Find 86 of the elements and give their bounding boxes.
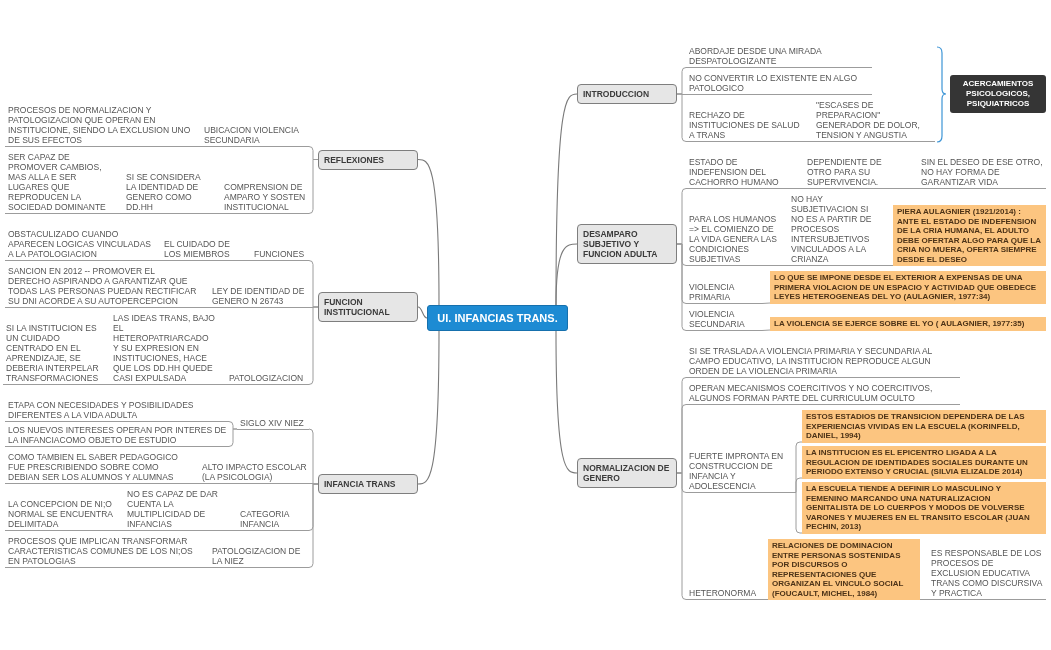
connector-line: [759, 599, 769, 600]
branch-label: RECHAZO DE INSTITUCIONES DE SALUD A TRANS: [686, 110, 805, 142]
summary-box: ACERCAMIENTOS PSICOLOGICOS, PSIQUIATRICOS: [950, 75, 1046, 113]
branch-label: LOS NUEVOS INTERESES OPERAN POR INTERES DE LA INFANCIACOMO OBJETO DE ESTUDIO: [5, 425, 229, 447]
branch-label: SI SE CONSIDERA LA IDENTIDAD DE GENERO COMO DD.HH: [123, 172, 213, 214]
branch-curve: [555, 243, 578, 306]
branch-label: PATOLOGIZACION DE LA NIEZ: [209, 546, 309, 568]
branch-label: COMPRENSION DE AMPARO Y SOSTEN INSTITUCIONAL: [221, 182, 309, 214]
highlight-note: LA INSTITUCION ES EL EPICENTRO LIGADA A LA REGULACION DE IDENTIDADES SOCIALES DURANTE UN PERIODO EXTENSO Y CRUCIAL (SILVIA ELIZALDE 2014): [802, 446, 1046, 479]
branch-label: NO CONVERTIR LO EXISTENTE EN ALGO PATOLOGICO: [686, 73, 872, 95]
branch-label: VIOLENCIA PRIMARIA: [686, 282, 762, 304]
connector-line: [308, 483, 319, 568]
branch-curve: [417, 158, 440, 306]
branch-curve: [417, 306, 428, 319]
connector-line: [101, 384, 111, 385]
branch-label: ETAPA CON NECESIDADES Y POSIBILIDADES DIFERENTES A LA VIDA ADULTA: [5, 400, 229, 422]
branch-label: ESTADO DE INDEFENSION DEL CACHORRO HUMANO: [686, 157, 796, 189]
connector-line: [114, 213, 124, 214]
branch-label: SIN EL DESEO DE ESE OTRO, NO HAY FORMA DE GARANTIZAR VIDA: [918, 157, 1046, 189]
connector-line: [115, 530, 125, 531]
branch-label: PROCESOS QUE IMPLICAN TRANSFORMAR CARACTERISTICAS COMUNES DE LOS NI;OS EN PATOLOGIAS: [5, 536, 201, 568]
highlight-note: LA VIOLENCIA SE EJERCE SOBRE EL YO ( AULAGNIER, 1977:35): [770, 317, 1046, 331]
branch-label: LEY DE IDENTIDAD DE GENERO N 26743: [209, 286, 309, 308]
connector-line: [909, 188, 919, 189]
branch-label: FUNCIONES: [251, 249, 309, 261]
connector-line: [217, 384, 227, 385]
connector-line: [152, 260, 162, 261]
branch-label: SANCION EN 2012 -- PROMOVER EL DERECHO ASPIRANDO A GARANTIZAR QUE TODAS LAS PERSONAS PUEDAN RECTIFICAR SU DNI ACORDE A SU AUTOPERCEPCION: [5, 266, 201, 308]
branch-label: PROCESOS DE NORMALIZACION Y PATOLOGIZACION QUE OPERAN EN INSTITUCIONE, SIENDO LA EXCLUSION UNO DE SUS EFECTOS: [5, 105, 193, 147]
branch-label: ES RESPONSABLE DE LOS PROCESOS DE EXCLUSION EDUCATIVA TRANS COMO DISCURSIVA Y PRACTICA: [928, 548, 1046, 600]
branch-label: LA CONCEPCION DE NI;O NORMAL SE ENCUENTRA DELIMITADA: [5, 499, 116, 531]
connector-line: [676, 472, 687, 600]
branch-label: ABORDAJE DESDE UNA MIRADA DESPATOLOGIZANTE: [686, 46, 872, 68]
connector-line: [676, 93, 687, 142]
highlight-note: PIERA AULAGNIER (1921/2014) : ANTE EL ESTADO DE INDEFENSION DE LA CRIA HUMANA, EL ADULTO DEBE OFERTAR ALGO PARA QUE LA CRIA NO MUERA, OFERTA SIEMPRE DESDE EL DESEO: [893, 205, 1046, 266]
branch-label: NO HAY SUBJETIVACION SI NO ES A PARTIR DE PROCESOS INTERSUBJETIVOS VINCULADOS A LA CRIANZA: [788, 194, 885, 266]
connector-line: [200, 567, 210, 568]
branch-label: SER CAPAZ DE PROMOVER CAMBIOS, MAS ALLA E SER LUGARES QUE REPRODUCEN LA SOCIEDAD DOMINANTE: [5, 152, 115, 214]
branch-label: PARA LOS HUMANOS => EL COMIENZO DE LA VIDA GENERA LAS CONDICIONES SUBJETIVAS: [686, 214, 780, 266]
central-topic: UI. INFANCIAS TRANS.: [427, 305, 568, 331]
branch-label: HETERONORMA: [686, 588, 760, 600]
connector-line: [308, 306, 319, 385]
topic-box: INTRODUCCION: [577, 84, 677, 104]
branch-curve: [417, 330, 440, 485]
connector-line: [779, 265, 789, 266]
connector-line: [761, 302, 771, 304]
branch-label: SI SE TRASLADA A VIOLENCIA PRIMARIA Y SECUNDARIA AL CAMPO EDUCATIVO, LA INSTITUCION REPRODUCE ALGUN ORDEN DE LA VIOLENCIA PRIMARIA: [686, 346, 960, 378]
topic-box: FUNCION INSTITUCIONAL: [318, 292, 418, 322]
branch-label: OBSTACULIZADO CUANDO APARECEN LOGICAS VINCULADAS A LA PATOLOGIACION: [5, 229, 153, 261]
branch-label: COMO TAMBIEN EL SABER PEDAGOGICO FUE PRESCRIBIENDO SOBRE COMO DEBIAN SER LOS ALUMNOS Y ALUMNAS: [5, 452, 191, 484]
branch-label: EL CUIDADO DE LOS MIEMBROS: [161, 239, 243, 261]
connector-line: [761, 329, 771, 331]
topic-box: DESAMPARO SUBJETIVO Y FUNCION ADULTA: [577, 224, 677, 264]
connector-line: [242, 260, 252, 261]
highlight-note: ESTOS ESTADIOS DE TRANSICION DEPENDERA DE LAS EXPERIENCIAS VIVIDAS EN LA ESCUELA (KORINFELD, DANIEL, 1994): [802, 410, 1046, 443]
branch-label: UBICACION VIOLENCIA SECUNDARIA: [201, 125, 309, 147]
branch-label: NO ES CAPAZ DE DAR CUENTA LA MULTIPLICIDAD DE INFANCIAS: [124, 489, 229, 531]
connector-line: [212, 213, 222, 214]
topic-box: INFANCIA TRANS: [318, 474, 418, 494]
branch-label: LAS IDEAS TRANS, BAJO EL HETEROPATRIARCADO Y SU EXPRESION EN INSTITUCIONES, HACE QUE LOS DD.HH QUEDE CASI EXPULSADA: [110, 313, 218, 385]
connector-line: [192, 146, 202, 147]
connector-line: [795, 188, 805, 189]
branch-label: VIOLENCIA SECUNDARIA: [686, 309, 762, 331]
branch-label: SIGLO XIV NIEZ: [237, 417, 309, 430]
highlight-note: LA ESCUELA TIENDE A DEFINIR LO MASCULINO Y FEMENINO MARCANDO UNA NATURALIZACION GENITALISTA DE LO CUERPOS Y MODOS DE VOLVERSE VARONES Y MUJERES EN EL TRANSITO ESCOLAR (JUAN PECHIN, 2013): [802, 482, 1046, 534]
branch-label: ALTO IMPACTO ESCOLAR (LA PSICOLOGIA): [199, 462, 309, 484]
branch-label: SI LA INSTITUCION ES UN CUIDADO CENTRADO EN EL APRENDIZAJE, SE DEBERIA INTERPELAR TRANSFORMACIONES: [3, 323, 102, 385]
branch-label: FUERTE IMPRONTA EN CONSTRUCCION DE INFANCIA Y ADOLESCENCIA: [686, 451, 790, 493]
connector-line: [804, 141, 814, 142]
branch-curve: [555, 330, 578, 474]
connector-line: [676, 243, 687, 331]
connector-line: [200, 307, 210, 308]
branch-label: OPERAN MECANISMOS COERCITIVOS Y NO COERCITIVOS, ALGUNOS FORMAN PARTE DEL CURRICULUM OCULTO: [686, 383, 960, 405]
connector-line: [228, 530, 238, 531]
topic-box: NORMALIZACION DE GENERO: [577, 458, 677, 488]
highlight-note: LO QUE SE IMPONE DESDE EL EXTERIOR A EXPENSAS DE UNA PRIMERA VIOLACION DE UN ESPACIO Y ACTIVIDAD QUE OBEDECE LEYES HETEROGENEAS DEL YO (AULAGNIER, 1977:34): [770, 271, 1046, 304]
topic-box: REFLEXIONES: [318, 149, 418, 170]
connector-line: [228, 428, 238, 447]
branch-label: CATEGORIA INFANCIA: [237, 509, 309, 531]
branch-label: PATOLOGIZACION: [226, 373, 309, 385]
connector-line: [190, 483, 200, 484]
branch-label: "ESCASES DE PREPARACION" GENERADOR DE DOLOR, TENSION Y ANGUSTIA: [813, 100, 935, 142]
connector-line: [884, 265, 894, 266]
branch-label: DEPENDIENTE DE OTRO PARA SU SUPERVIVENCIA.: [804, 157, 910, 189]
highlight-note: RELACIONES DE DOMINACION ENTRE PERSONAS SOSTENIDAS POR DISCURSOS O REPRESENTACIONES QUE ORGANIZAN EL VINCULO SOCIAL (FOUCAULT, MICHEL, 1984): [768, 539, 920, 600]
connector-line: [919, 599, 929, 600]
